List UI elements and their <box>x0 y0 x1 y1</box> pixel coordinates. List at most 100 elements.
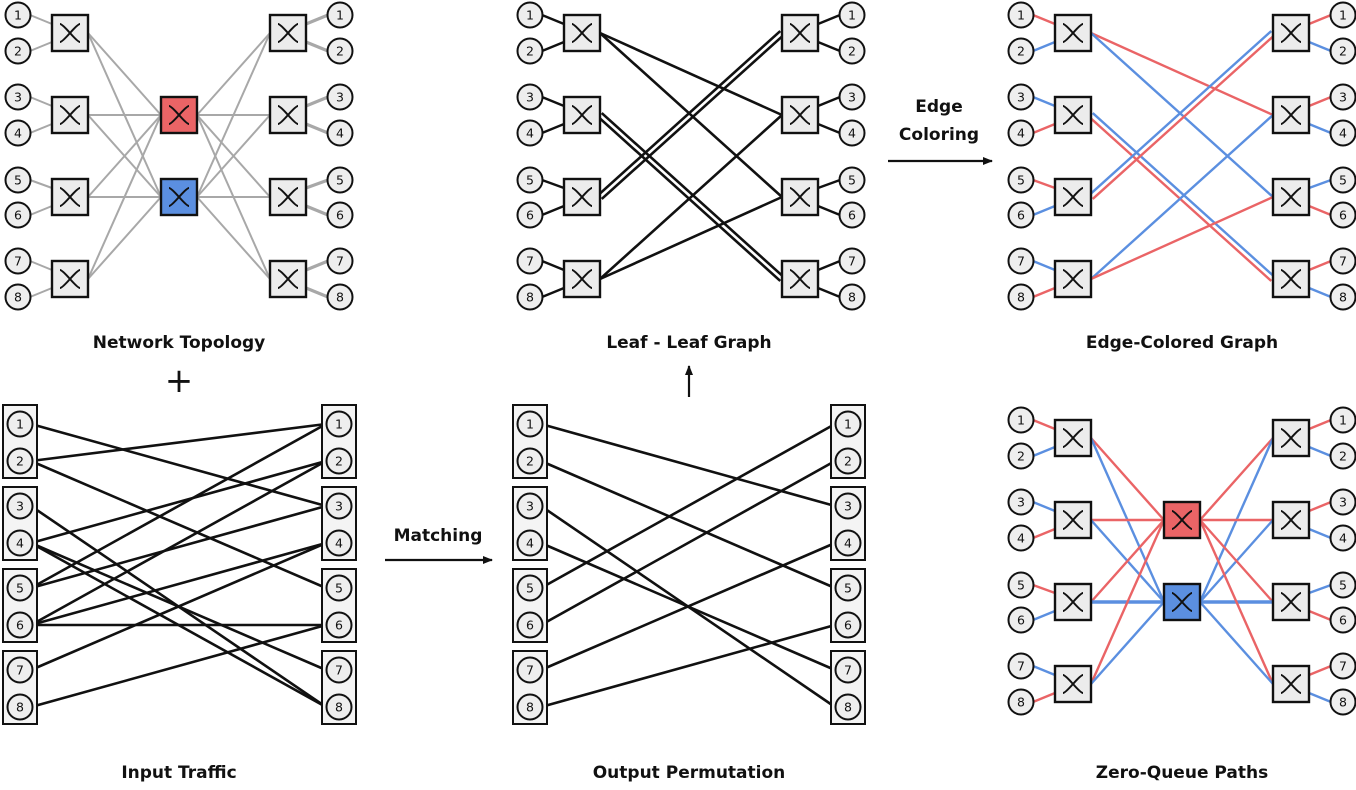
zeroqueue-right-leaf-switch-4 <box>1271 664 1311 704</box>
host-label: 5 <box>16 581 24 596</box>
host-label: 6 <box>1339 613 1347 628</box>
host-label: 8 <box>526 290 534 305</box>
leafleaf-left-leaf-switch-4 <box>562 259 602 299</box>
crossbar-icon <box>1062 105 1084 125</box>
host-label: 3 <box>526 90 534 105</box>
host-leaf-link <box>1308 204 1332 217</box>
edgecolored-left-host-3: 3 <box>1007 83 1035 111</box>
leafleaf-left-host-6: 6 <box>516 201 544 229</box>
edgecolored-right-host-5: 5 <box>1329 166 1356 194</box>
leafleaf-left-host-2: 2 <box>516 37 544 65</box>
host-label: 3 <box>1339 90 1347 105</box>
edgecolored-leaf-leaf-edge <box>1091 34 1276 200</box>
topology-left-host-4: 4 <box>4 119 32 147</box>
host-label: 8 <box>335 700 343 715</box>
leafleaf-left-host-1: 1 <box>516 1 544 29</box>
host-leaf-link <box>1308 445 1332 458</box>
input-left-host-3: 3 <box>6 492 34 520</box>
host-circle <box>834 492 862 520</box>
leaf-spine-link <box>87 196 162 280</box>
host-circle <box>516 574 544 602</box>
title-network-topology: Network Topology <box>93 333 266 353</box>
zeroqueue-spine-blue <box>1162 582 1202 622</box>
edgecolored-left-leaf-switch-2 <box>1053 95 1093 135</box>
output-traffic-edge <box>540 459 836 590</box>
crossbar-icon <box>1062 23 1084 43</box>
host-label: 3 <box>14 90 22 105</box>
host-leaf-link <box>1308 259 1332 272</box>
leaf-spine-path <box>1090 601 1165 685</box>
input-left-host-1: 1 <box>6 410 34 438</box>
edgecolored-left-host-5: 5 <box>1007 166 1035 194</box>
host-label: 8 <box>1017 290 1025 305</box>
host-label: 7 <box>526 663 534 678</box>
host-leaf-link <box>29 14 53 25</box>
host-leaf-link <box>1032 500 1056 513</box>
edge-coloring-label-line2: Coloring <box>899 125 979 145</box>
host-leaf-link <box>541 13 565 26</box>
leafleaf-leaf-leaf-edge <box>600 33 785 200</box>
host-circle <box>516 656 544 684</box>
output-right-host-4: 4 <box>834 529 862 557</box>
host-circle <box>1007 524 1035 552</box>
host-leaf-link <box>1032 583 1056 595</box>
input-traffic-edge <box>30 422 327 508</box>
host-leaf-link <box>1308 664 1332 677</box>
host-leaf-link <box>1032 418 1056 431</box>
host-circle <box>834 574 862 602</box>
host-circle <box>834 529 862 557</box>
host-leaf-link <box>305 178 329 190</box>
topology-right-host-7: 7 <box>326 247 354 275</box>
host-leaf-link <box>305 259 329 272</box>
host-leaf-link <box>1308 286 1332 299</box>
plus-operator: + <box>165 361 194 401</box>
input-traffic-edge <box>30 422 327 463</box>
topology-right-leaf-switch-4 <box>268 259 308 299</box>
host-circle <box>838 83 866 111</box>
host-leaf-link <box>305 13 329 26</box>
topology-left-leaf-switch-4 <box>50 259 90 299</box>
host-circle <box>6 656 34 684</box>
output-right-host-2: 2 <box>834 447 862 475</box>
host-circle <box>516 119 544 147</box>
host-label: 4 <box>14 126 22 141</box>
output-left-host-7: 7 <box>516 656 544 684</box>
input-traffic-edge <box>30 459 327 545</box>
host-leaf-link <box>29 179 53 189</box>
host-circle <box>326 283 354 311</box>
crossbar-icon <box>789 187 811 207</box>
title-leaf-leaf-graph: Leaf - Leaf Graph <box>606 333 771 353</box>
crossbar-icon <box>277 187 299 207</box>
crossbar-icon <box>59 269 81 289</box>
host-circle <box>1007 406 1035 434</box>
host-label: 5 <box>1339 173 1347 188</box>
host-circle <box>838 201 866 229</box>
host-circle <box>1007 201 1035 229</box>
edgecolored-right-leaf-switch-1 <box>1271 13 1311 53</box>
zeroqueue-left-host-1: 1 <box>1007 406 1035 434</box>
host-circle <box>326 166 354 194</box>
host-leaf-link <box>541 122 565 135</box>
host-label: 1 <box>16 417 24 432</box>
input-right-host-7: 7 <box>325 656 353 684</box>
crossbar-icon <box>571 105 593 125</box>
host-label: 8 <box>526 700 534 715</box>
host-label: 7 <box>844 663 852 678</box>
zeroqueue-left-host-8: 8 <box>1007 688 1035 716</box>
host-leaf-link <box>29 260 53 271</box>
edgecolored-right-leaf-switch-3 <box>1271 177 1311 217</box>
switch-box <box>50 13 90 53</box>
host-circle <box>325 529 353 557</box>
host-label: 6 <box>335 618 343 633</box>
edgecolored-left-host-2: 2 <box>1007 37 1035 65</box>
host-label: 1 <box>844 417 852 432</box>
crossbar-icon <box>571 269 593 289</box>
zeroqueue-spine-red <box>1162 500 1202 540</box>
host-label: 5 <box>526 581 534 596</box>
host-circle <box>1007 688 1035 716</box>
input-left-host-6: 6 <box>6 611 34 639</box>
host-label: 1 <box>1017 8 1025 23</box>
host-leaf-link <box>29 287 53 298</box>
host-circle <box>4 83 32 111</box>
topology-left-host-2: 2 <box>4 37 32 65</box>
